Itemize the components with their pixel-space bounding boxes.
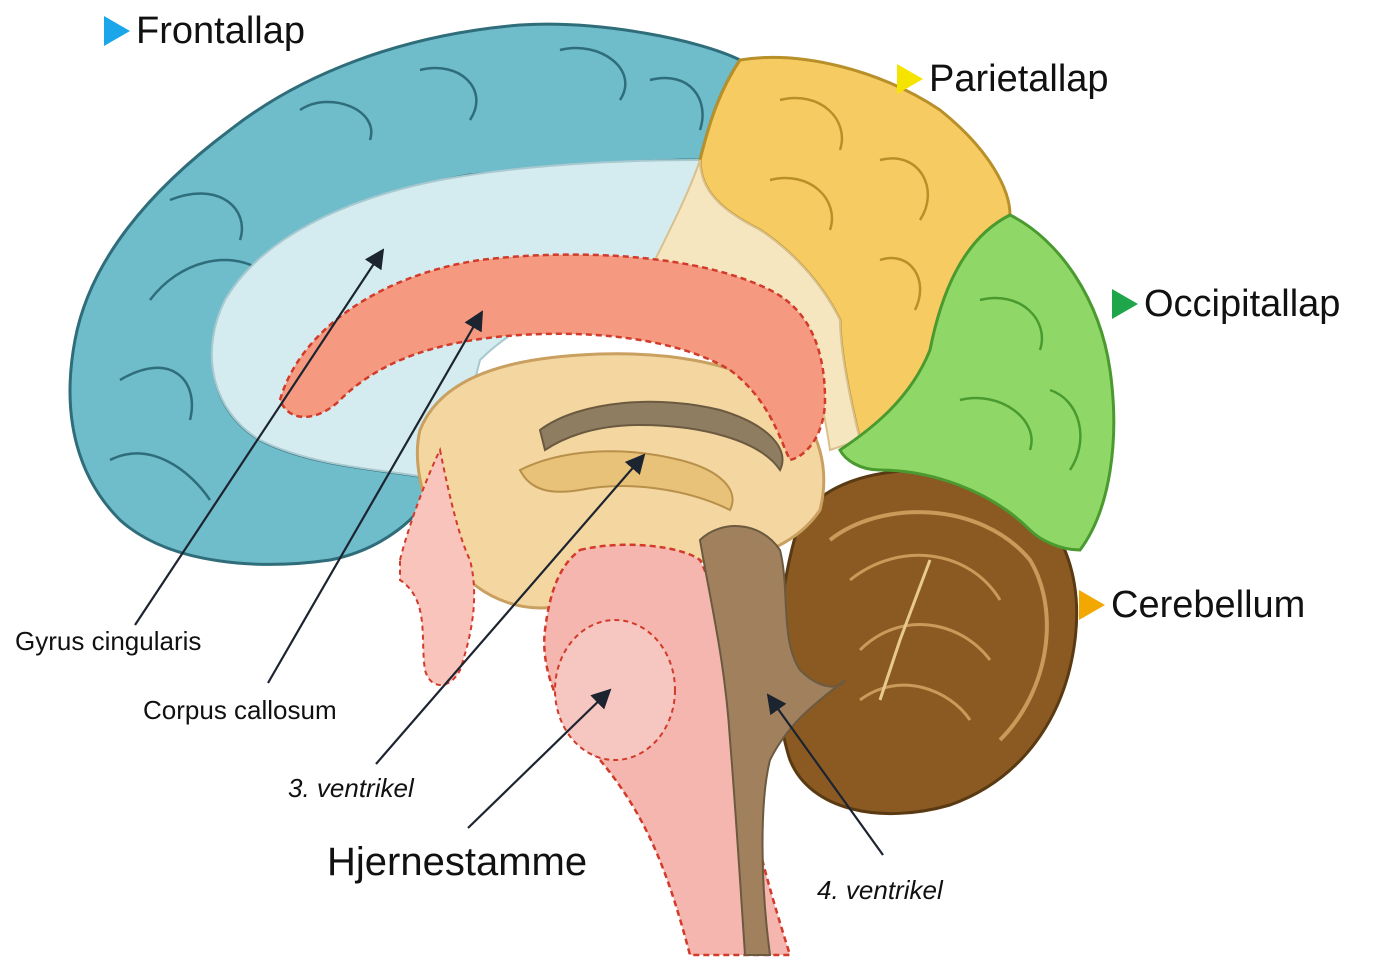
label-cerebellum: Cerebellum [1079, 586, 1305, 624]
label-hjernestamme: Hjernestamme [327, 842, 587, 882]
cerebellum-text: Cerebellum [1111, 586, 1305, 624]
parietallap-text: Parietallap [929, 60, 1109, 98]
parietal-marker-icon [897, 64, 923, 94]
frontallap-text: Frontallap [136, 12, 305, 50]
occipital-marker-icon [1112, 289, 1138, 319]
label-occipitallap: Occipitallap [1112, 285, 1340, 323]
label-third-ventricle: 3. ventrikel [288, 775, 414, 801]
label-gyrus-cingularis: Gyrus cingularis [15, 628, 201, 654]
occipitallap-text: Occipitallap [1144, 285, 1340, 323]
cerebellum-marker-icon [1079, 590, 1105, 620]
label-frontallap: Frontallap [104, 12, 305, 50]
label-fourth-ventricle: 4. ventrikel [817, 877, 943, 903]
label-corpus-callosum: Corpus callosum [143, 697, 337, 723]
frontal-marker-icon [104, 16, 130, 46]
label-parietallap: Parietallap [897, 60, 1109, 98]
arrow-brainstem [468, 690, 610, 828]
